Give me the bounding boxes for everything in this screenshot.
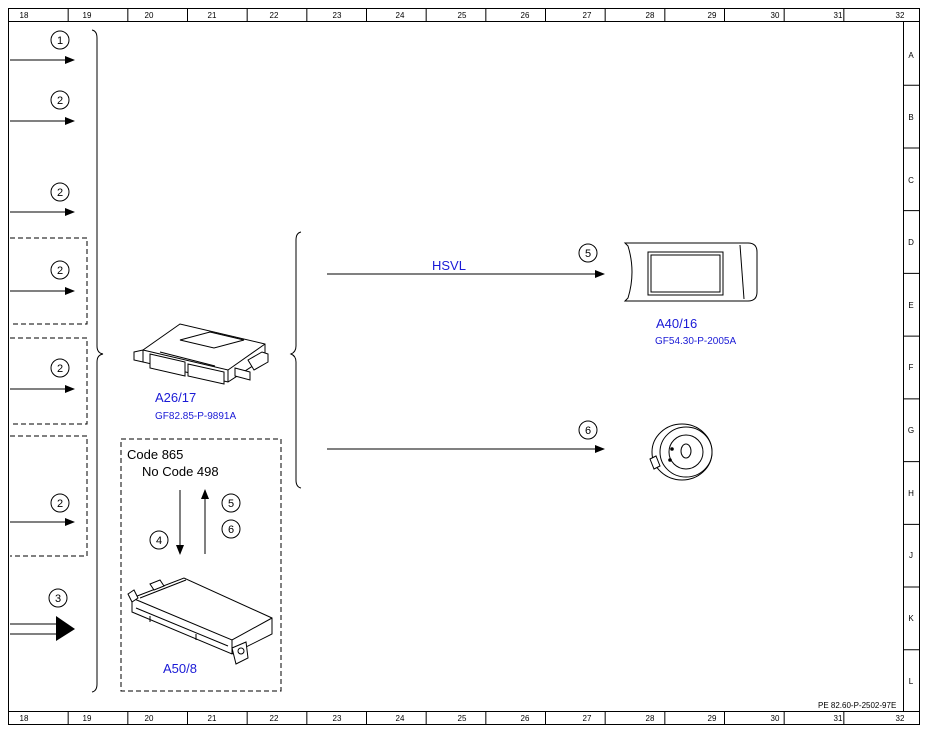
col-label: 28: [646, 714, 655, 723]
col-label: 29: [708, 11, 717, 20]
column-ticks: [67, 9, 845, 724]
left-brace: [91, 29, 104, 693]
a50-8-module-drawing: [127, 577, 273, 665]
ref-circle: [50, 260, 70, 280]
ref-circle-number: 5: [228, 498, 234, 510]
col-label: 20: [145, 11, 154, 20]
row-label: E: [908, 301, 913, 310]
column-labels-bottom: 18 19 20 21 22 23 24 25 26 27 28 29 30 3…: [20, 714, 905, 723]
a40-16-code: A40/16: [656, 316, 697, 331]
col-label: 32: [896, 714, 905, 723]
document-reference: PE 82.60-P-2502-97E: [818, 701, 896, 710]
bus-arrow-head: [56, 616, 75, 641]
a50-8-dashed-box: [120, 438, 282, 692]
ref-circle: [50, 182, 70, 202]
row-label: H: [908, 489, 914, 498]
row-label: G: [908, 426, 914, 435]
row-label: L: [909, 677, 914, 686]
row-label: C: [908, 176, 914, 185]
speaker-drawing: [649, 423, 713, 481]
ref-circle: [149, 530, 169, 550]
col-label: 18: [20, 714, 29, 723]
col-label: 28: [646, 11, 655, 20]
col-label: 27: [583, 11, 592, 20]
ref-circle-number: 2: [57, 187, 63, 199]
ref-circle-number: 6: [585, 425, 591, 437]
col-label: 31: [834, 714, 843, 723]
ref-circle: [50, 358, 70, 378]
col-label: 25: [458, 11, 467, 20]
col-label: 21: [208, 714, 217, 723]
col-label: 24: [396, 714, 405, 723]
col-label: 22: [270, 11, 279, 20]
col-label: 24: [396, 11, 405, 20]
ref-circle-number: 2: [57, 265, 63, 277]
col-label: 18: [20, 11, 29, 20]
ref-circle-number: 2: [57, 363, 63, 375]
row-label: A: [908, 51, 914, 60]
ref-circle-number: 3: [55, 593, 61, 605]
col-label: 21: [208, 11, 217, 20]
row-labels: A B C D E F G H J K L: [908, 51, 914, 686]
ref-circle-number: 2: [57, 95, 63, 107]
ref-circle: [50, 30, 70, 50]
row-ticks: [903, 84, 920, 651]
ref-circle-number: 4: [156, 535, 162, 547]
col-label: 20: [145, 714, 154, 723]
dashed-box: [10, 337, 88, 425]
left-inputs: [10, 56, 75, 641]
ref-circle: [50, 90, 70, 110]
code-865-note: Code 865: [127, 447, 183, 462]
dashed-box: [10, 237, 88, 325]
col-label: 23: [333, 714, 342, 723]
col-label: 23: [333, 11, 342, 20]
no-code-498-note: No Code 498: [142, 464, 219, 479]
column-labels-top: 18 19 20 21 22 23 24 25 26 27 28 29 30 3…: [20, 11, 905, 20]
left-input-circles: 1 2 2 2 2 2 3: [48, 30, 70, 608]
col-label: 31: [834, 11, 843, 20]
row-label: B: [908, 113, 913, 122]
dashed-box: [10, 435, 88, 557]
ref-circle: [221, 493, 241, 513]
ref-circle-number: 1: [57, 35, 63, 47]
ref-circle-number: 5: [585, 248, 591, 260]
row-label: F: [909, 363, 914, 372]
a26-17-code: A26/17: [155, 390, 196, 405]
sheet-frame: [8, 8, 920, 725]
row-label: D: [908, 238, 914, 247]
col-label: 27: [583, 714, 592, 723]
col-label: 32: [896, 11, 905, 20]
ref-circle: [221, 519, 241, 539]
col-label: 26: [521, 714, 530, 723]
ref-circle: [50, 493, 70, 513]
a26-17-ref: GF82.85-P-9891A: [155, 411, 236, 422]
a26-17-module-drawing: [133, 323, 269, 385]
ref-circle: [48, 588, 68, 608]
col-label: 30: [771, 11, 780, 20]
right-brace: [289, 231, 302, 489]
a40-16-ref: GF54.30-P-2005A: [655, 336, 736, 347]
ref-circle-number: 6: [228, 524, 234, 536]
col-label: 19: [83, 11, 92, 20]
col-label: 22: [270, 714, 279, 723]
row-label: K: [908, 614, 914, 623]
row-label: J: [909, 551, 913, 560]
a50-8-code: A50/8: [163, 661, 197, 676]
col-label: 26: [521, 11, 530, 20]
ref-circle: [578, 243, 598, 263]
col-label: 19: [83, 714, 92, 723]
left-dashed-boxes: [10, 237, 88, 557]
col-label: 30: [771, 714, 780, 723]
a40-16-display-drawing: [623, 242, 758, 302]
ref-circle: [578, 420, 598, 440]
col-label: 25: [458, 714, 467, 723]
ref-circle-number: 2: [57, 498, 63, 510]
hsvl-label: HSVL: [432, 258, 466, 273]
col-label: 29: [708, 714, 717, 723]
